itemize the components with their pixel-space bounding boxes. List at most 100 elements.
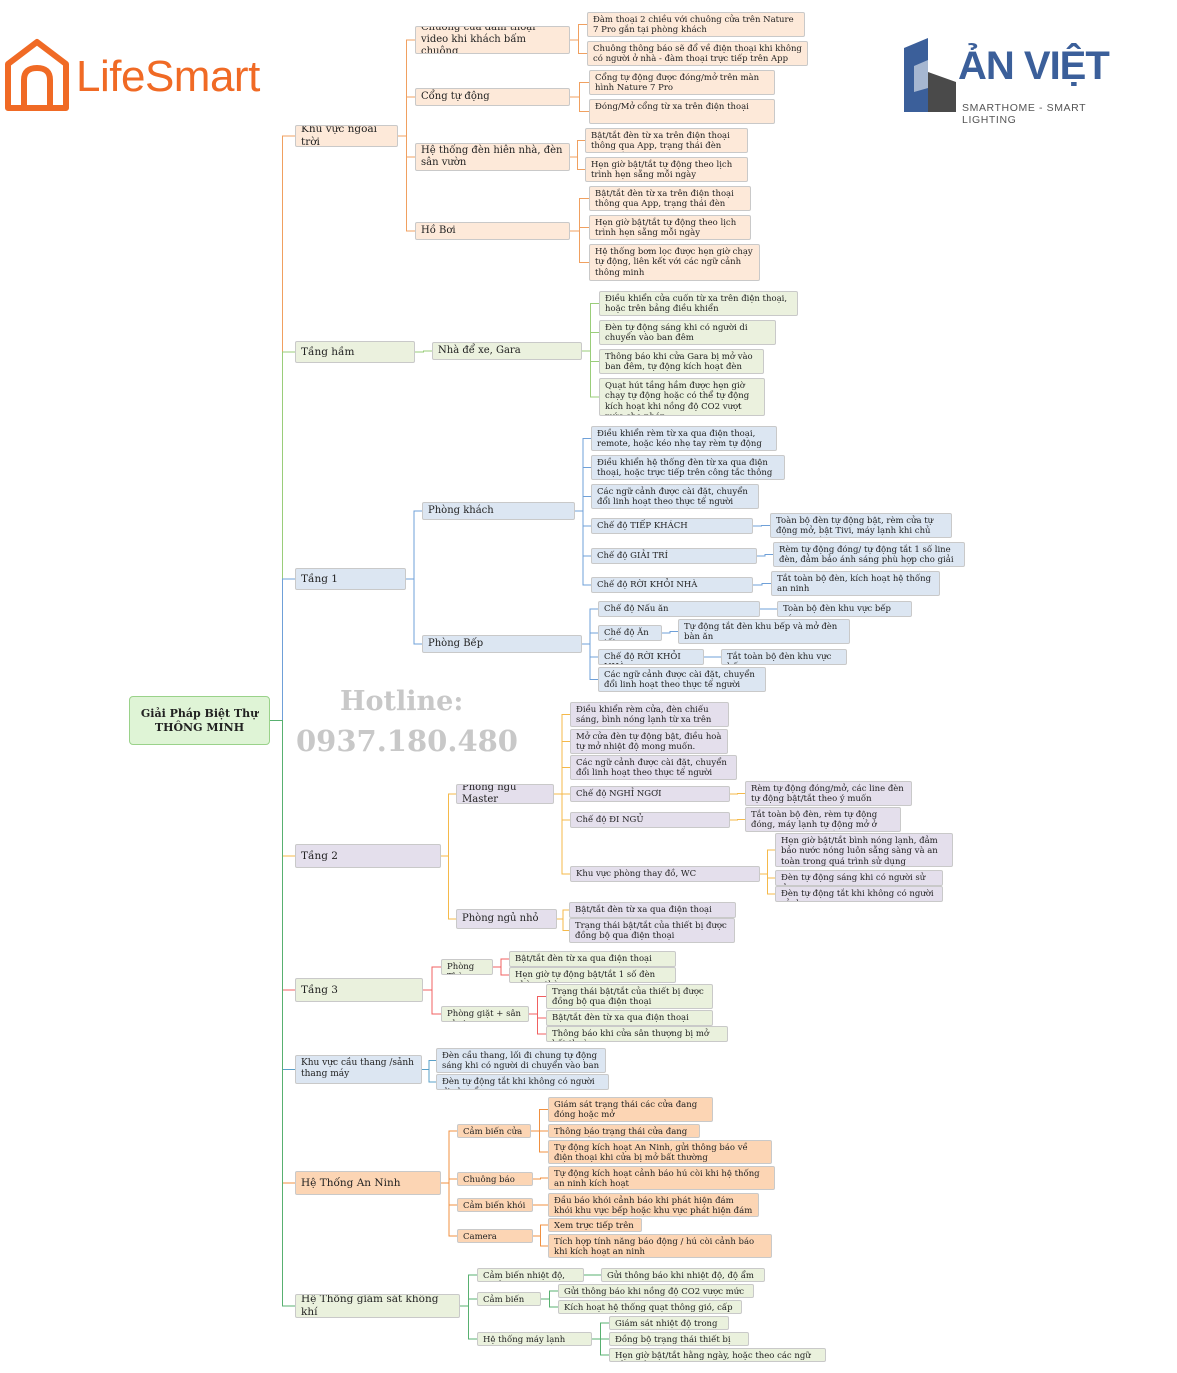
leaf[interactable]: Đèn tự động sáng khi có người sử dụng (775, 870, 943, 886)
node-master-bedroom[interactable]: Phòng ngủ Master (456, 784, 554, 804)
leaf[interactable]: Mở cửa đèn tự động bật, điều hoà tự mở n… (570, 729, 728, 754)
leaf[interactable]: Toàn bộ đèn tự động bật, rèm cửa tự động… (770, 513, 952, 538)
branch-floor2[interactable]: Tầng 2 (295, 844, 441, 868)
leaf[interactable]: Đèn tự động tắt khi không có người sử dụ… (775, 886, 943, 902)
node-laundry[interactable]: Phòng giặt + sân phơi (441, 1006, 529, 1022)
leaf[interactable]: Toàn bộ đèn khu vực bếp sáng (777, 601, 912, 617)
leaf[interactable]: Tắt toàn bộ đèn khu vực bếp (721, 649, 847, 665)
node-video-doorbell[interactable]: Chuông cửa đàm thoại video khi khách bấm… (415, 26, 570, 54)
leaf[interactable]: Hẹn giờ bật/tắt tự động theo lịch trình … (589, 215, 751, 240)
mode-away[interactable]: Chế độ RỜI KHỎI NHÀ (591, 577, 753, 593)
leaf[interactable]: Tự động kích hoạt An Ninh, gửi thông báo… (548, 1140, 772, 1164)
node-central-ac[interactable]: Hệ thống máy lạnh trung tâm (477, 1332, 592, 1346)
connector-line (441, 855, 456, 920)
branch-basement[interactable]: Tầng hầm (295, 341, 415, 363)
leaf[interactable]: Rèm tự động đóng/ tự động tắt 1 số line … (773, 542, 965, 567)
mode-entertainment[interactable]: Chế độ GIẢI TRÍ (591, 548, 757, 564)
leaf[interactable]: Hẹn giờ bật/tắt tự động theo lịch trình … (585, 157, 748, 182)
branch-floor1[interactable]: Tầng 1 (295, 568, 406, 590)
leaf[interactable]: Cổng tự động được đóng/mở trên màn hình … (589, 70, 775, 95)
branch-floor3[interactable]: Tầng 3 (295, 978, 423, 1002)
leaf[interactable]: Thông báo trạng thái cửa đang đóng/mở (548, 1124, 700, 1138)
leaf[interactable]: Bật/tắt đèn từ xa qua điện thoại (569, 902, 736, 918)
node-kitchen[interactable]: Phòng Bếp (422, 635, 582, 653)
leaf[interactable]: Đèn tự động sáng khi có người di chuyển … (599, 320, 776, 345)
leaf[interactable]: Tắt toàn bộ đèn, rèm tự động đóng, máy l… (745, 807, 901, 832)
leaf[interactable]: Điều khiển rèm từ xa qua điện thoại, rem… (591, 426, 777, 451)
leaf[interactable]: Gửi thông báo khi nhiệt độ, độ ẩm tăng c… (601, 1268, 765, 1282)
leaf[interactable]: Giám sát trạng thái các cửa đang đóng ho… (548, 1097, 713, 1122)
mode-sleep[interactable]: Chế độ ĐI NGỦ (570, 812, 730, 828)
leaf[interactable]: Bật/tắt đèn từ xa trên điện thoại thông … (585, 128, 748, 153)
leaf[interactable]: Bật/tắt đèn từ xa qua điện thoại (509, 951, 676, 967)
leaf[interactable]: Hẹn giờ bật/tắt bình nóng lạnh, đảm bảo … (775, 833, 953, 867)
node-pool[interactable]: Hồ Bơi (415, 222, 570, 240)
leaf[interactable]: Đèn tự động tắt khi không có người di ch… (436, 1074, 609, 1090)
connector-line (270, 720, 295, 1307)
leaf[interactable]: Đầu báo khói cảnh báo khi phát hiện đám … (548, 1193, 759, 1217)
leaf[interactable]: Gửi thông báo khi nồng độ CO2 vược mức c… (558, 1284, 754, 1298)
leaf[interactable]: Điều khiển rèm cửa, đèn chiếu sáng, bình… (570, 702, 729, 727)
node-garage[interactable]: Nhà để xe, Gara (432, 342, 582, 360)
leaf[interactable]: Hẹn giờ bật/tắt hằng ngày, hoặc theo các… (609, 1348, 826, 1362)
connector-line (422, 1060, 436, 1070)
mode-rest[interactable]: Chế độ NGHỈ NGƠI (570, 786, 730, 802)
connector-line (398, 135, 415, 232)
mode-dinner[interactable]: Chế độ Ăn tối (598, 625, 662, 641)
branch-stairs[interactable]: Khu vực cầu thang /sảnh thang máy (295, 1055, 422, 1084)
node-garden-lights[interactable]: Hệ thống đèn hiên nhà, đèn sân vườn (415, 143, 570, 171)
leaf[interactable]: Điều khiển cửa cuốn từ xa trên điện thoạ… (599, 291, 798, 316)
leaf[interactable]: Tự động kích hoạt cảnh báo hú còi khi hệ… (548, 1166, 775, 1190)
leaf[interactable]: Thông báo khi cửa Gara bị mở vào ban đêm… (599, 349, 764, 374)
mode-cooking[interactable]: Chế độ Nấu ăn (598, 601, 760, 617)
connector-line (570, 24, 587, 41)
leaf[interactable]: Bật/tắt đèn từ xa qua điện thoại (546, 1010, 713, 1026)
node-co2-sensor[interactable]: Cảm biến CO2 (477, 1292, 541, 1306)
leaf[interactable]: Kích hoạt hệ thống quạt thông gió, cấp g… (558, 1300, 742, 1314)
leaf[interactable]: Trạng thái bật/tắt của thiết bị được đồn… (569, 918, 735, 943)
node-camera[interactable]: Camera (457, 1229, 533, 1243)
leaf[interactable]: Tích hợp tính năng báo động / hú còi cản… (548, 1234, 772, 1258)
leaf[interactable]: Hệ thống bơm lọc được hẹn giờ chạy tự độ… (589, 244, 760, 281)
leaf[interactable]: Các ngữ cảnh được cài đặt, chuyển đổi li… (591, 484, 759, 509)
leaf[interactable]: Rèm tự động đóng/mở, các line đèn tự độn… (745, 781, 912, 806)
leaf[interactable]: Thông báo khi cửa sân thượng bị mở bất t… (546, 1026, 728, 1042)
node-temp-humidity[interactable]: Cảm biến nhiệt độ, độ ẩm (477, 1268, 584, 1282)
leaf[interactable]: Đóng/Mở cổng từ xa trên điện thoại (589, 99, 775, 124)
leaf[interactable]: Trạng thái bật/tắt của thiết bị được đồn… (546, 984, 713, 1009)
branch-security[interactable]: Hệ Thống An Ninh (295, 1171, 441, 1195)
node-dressing-wc[interactable]: Khu vực phòng thay đồ, WC (570, 866, 760, 882)
leaf[interactable]: Xem trực tiếp trên app (548, 1218, 642, 1232)
node-auto-gate[interactable]: Cổng tự động (415, 88, 570, 106)
leaf[interactable]: Tắt toàn bộ đèn, kích hoạt hệ thống an n… (771, 571, 940, 596)
branch-outdoor[interactable]: Khu vực ngoài trời (295, 125, 398, 147)
leaf[interactable]: Hẹn giờ tự động bật/tắt 1 số đèn phòng t… (509, 967, 676, 983)
connector-line (662, 631, 678, 634)
node-altar-room[interactable]: Phòng Thờ (441, 959, 493, 975)
leaf[interactable]: Chuông thông báo sẽ đổ về điện thoại khi… (587, 41, 808, 66)
leaf[interactable]: Đèn cầu thang, lối đi chung tự động sáng… (436, 1048, 606, 1073)
leaf[interactable]: Đồng bộ trạng thái thiết bị trên APP (609, 1332, 749, 1346)
leaf[interactable]: Quạt hút tầng hầm được hẹn giờ chạy tự đ… (599, 378, 765, 416)
connector-line (592, 1338, 609, 1356)
mode-welcome[interactable]: Chế độ TIẾP KHÁCH (591, 518, 753, 534)
node-living-room[interactable]: Phòng khách (422, 502, 575, 520)
connector-line (570, 156, 585, 170)
leaf[interactable]: Điều khiển hệ thống đèn từ xa qua điện t… (591, 455, 785, 480)
connector-line (541, 1290, 558, 1300)
node-smoke-sensor[interactable]: Cảm biến khói (457, 1198, 533, 1212)
node-small-bedroom[interactable]: Phòng ngủ nhỏ (456, 909, 557, 929)
branch-air-monitoring[interactable]: Hệ Thống giám sát không khí (295, 1294, 460, 1318)
connector-line (441, 1178, 457, 1184)
leaf[interactable]: Tự động tắt đèn khu bếp và mở đèn bàn ăn (678, 619, 850, 644)
mode-away-kitchen[interactable]: Chế độ RỜI KHỎI NHÀ (598, 649, 704, 665)
leaf[interactable]: Bật/tắt đèn từ xa trên điện thoại thông … (589, 186, 751, 211)
leaf[interactable]: Các ngữ cảnh được cài đặt, chuyển đổi li… (598, 667, 766, 692)
leaf[interactable]: Các ngữ cảnh được cài đặt, chuyển đổi li… (570, 755, 737, 780)
leaf[interactable]: Giám sát nhiệt độ trong phòng (609, 1316, 729, 1330)
node-door-sensor[interactable]: Cảm biến cửa (457, 1124, 531, 1138)
connector-line (570, 39, 587, 54)
leaf[interactable]: Đàm thoại 2 chiều với chuông cửa trên Na… (587, 12, 805, 37)
node-alarm[interactable]: Chuông báo động (457, 1172, 533, 1186)
root-node[interactable]: Giải Pháp Biệt Thự THÔNG MINH (129, 696, 270, 745)
